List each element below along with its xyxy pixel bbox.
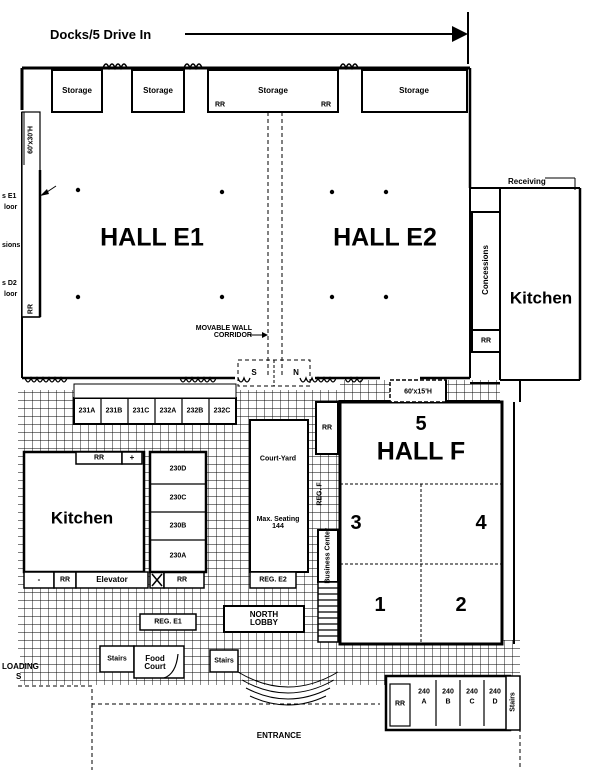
storage-label-4: Storage [399,86,429,95]
loading-s-label: S [16,672,22,681]
room-240a-num: 240 [418,688,430,696]
hall-f-section-2: 2 [455,594,467,616]
loading-label: LOADING [2,662,39,671]
elevator-x-icon [151,573,163,587]
hall-f-title: HALL F [376,437,466,466]
restroom-label: RR [321,424,333,432]
room-240b-letter: B [445,698,451,706]
reg-e2-label: REG. E2 [259,576,287,584]
entrance-label: ENTRANCE [256,731,302,740]
floor-edge-label: loor [4,291,18,298]
restroom-label: RR [320,101,332,109]
restroom-label: RR [214,101,226,109]
restroom-label: RR [394,700,406,708]
room-240b-num: 240 [442,688,454,696]
stairs-label: Stairs [509,692,517,712]
right-arrow-icon [452,26,468,42]
north-lobby-label: NORTH LOBBY [249,610,279,627]
kitchen-right-label: Kitchen [509,288,573,308]
hall-d2-edge-label: s D2 [2,280,17,287]
room-231a: 231A [78,407,96,415]
concessions-label: Concessions [481,245,490,295]
hall-f-door-label: 60'x15'H [404,388,432,396]
kitchen-left-label: Kitchen [50,508,114,528]
max-seating-label: Max. Seating 144 [256,516,300,530]
room-230a: 230A [169,552,187,560]
room-232a: 232A [159,407,177,415]
storage-label-3: Storage [258,86,288,95]
courtyard-label: Court-Yard [259,455,297,463]
concessions-edge-label: sions [2,242,21,249]
reg-f-label: REG. F [316,482,324,506]
room-230d: 230D [169,465,187,473]
hall-f-section-4: 4 [475,512,487,534]
room-231c: 231C [132,407,150,415]
stairs-label: Stairs [214,657,234,665]
reg-e1-label: REG. E1 [154,618,182,626]
room-240a-letter: A [421,698,427,706]
room-231b: 231B [105,407,123,415]
storage-label-2: Storage [143,86,173,95]
door-size-label: 60'x30'H [27,126,35,154]
room-230b: 230B [169,522,187,530]
restroom-label: RR [59,576,71,584]
hall-f-section-3: 3 [350,512,362,534]
receiving-label: Receiving [508,177,546,186]
room-232c: 232C [213,407,231,415]
plus-mark: + [129,453,135,462]
restroom-label: RR [480,337,492,345]
floor-edge-label: loor [4,204,18,211]
restroom-label: RR [176,576,188,584]
room-240d-letter: D [492,698,498,706]
restroom-label: RR [27,303,35,315]
stairs-label: Stairs [107,655,127,663]
docks-drive-in-label: Docks/5 Drive In [50,27,152,42]
dock-door-icon [102,63,359,71]
movable-wall-corridor-label: MOVABLE WALL CORRIDOR [195,325,252,339]
room-230c: 230C [169,494,187,502]
room-240c-letter: C [469,698,475,706]
corridor-north-mark: N [293,368,299,377]
hall-e1-edge-label: s E1 [2,193,17,200]
hall-e1-title: HALL E1 [100,223,204,252]
restroom-label: RR [93,454,105,462]
elevator-label: Elevator [96,575,128,584]
room-240d-num: 240 [489,688,501,696]
room-240c-num: 240 [466,688,478,696]
room-232b: 232B [186,407,204,415]
storage-label-1: Storage [62,86,92,95]
corridor-south-mark: S [251,368,257,377]
food-court-label: Food Court [144,654,166,671]
dash-mark: - [37,575,41,584]
hall-f-number: 5 [415,413,427,435]
hall-f-section-1: 1 [374,594,386,616]
hall-e2-title: HALL E2 [333,223,437,252]
business-center-label: Business Center [324,528,332,584]
